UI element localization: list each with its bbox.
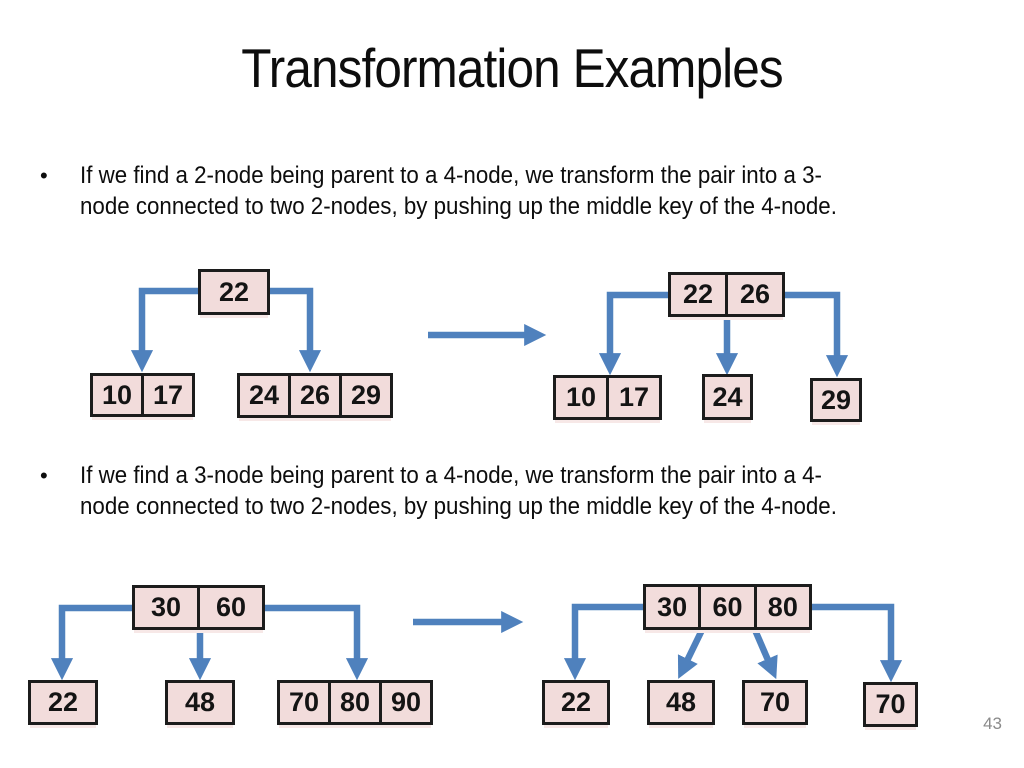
node-key: 80: [328, 683, 379, 722]
tree-node-leaf: 70: [742, 680, 808, 725]
node-key: 48: [184, 687, 216, 717]
node-key: 30: [657, 591, 688, 622]
diagonal-arrow-down-icon: [677, 628, 705, 679]
transform-arrow-right-icon: [428, 323, 547, 347]
bullet-item-2: • If we find a 3-node being parent to a …: [40, 460, 894, 522]
elbow-arrow-right-icon: [812, 603, 903, 683]
tree-node-root: 22 26: [668, 272, 785, 317]
tree-diagram-after-1: 22 26 10 17 24 29: [540, 265, 885, 425]
node-key: 22: [682, 279, 714, 309]
node-key: 26: [288, 376, 339, 415]
node-key: 60: [197, 588, 262, 627]
node-key: 48: [665, 687, 697, 717]
bullet-line: node connected to two 2-nodes, by pushin…: [80, 193, 837, 220]
node-key: 30: [150, 592, 182, 622]
elbow-arrow-right-icon: [270, 287, 322, 373]
tree-node-leaf: 10 17: [553, 375, 662, 420]
bullet-marker: •: [40, 463, 48, 488]
node-key: 60: [698, 587, 753, 627]
tree-node-leaf: 10 17: [90, 373, 195, 417]
node-key: 10: [101, 379, 133, 410]
diagonal-arrow-down-icon: [752, 628, 778, 680]
node-key: 22: [560, 687, 592, 717]
node-key: 10: [565, 382, 597, 412]
node-key: 22: [47, 687, 79, 717]
page-number: 43: [983, 714, 1002, 733]
tree-node-leaf: 22: [542, 680, 610, 725]
node-key: 17: [606, 378, 659, 417]
bullet-line: node connected to two 2-nodes, by pushin…: [80, 493, 837, 520]
tree-node-leaf: 48: [647, 680, 715, 725]
node-key: 24: [248, 380, 280, 410]
tree-node-leaf: 70 80 90: [277, 680, 433, 725]
tree-node-root: 30 60: [132, 585, 265, 630]
tree-node-leaf: 70: [863, 682, 918, 727]
node-key: 29: [339, 376, 390, 415]
bullet-text: If we find a 3-node being parent to a 4-…: [80, 460, 837, 522]
elbow-arrow-left-icon: [598, 291, 668, 376]
tree-node-root: 30 60 80: [643, 584, 812, 630]
bullet-item-1: • If we find a 2-node being parent to a …: [40, 160, 894, 222]
node-key: 80: [753, 587, 809, 627]
node-key: 90: [379, 683, 430, 722]
elbow-arrow-left-icon: [130, 287, 198, 373]
node-key: 70: [875, 689, 906, 719]
bullet-line: If we find a 3-node being parent to a 4-…: [80, 462, 822, 489]
bullet-marker: •: [40, 163, 48, 188]
node-key: 24: [712, 381, 743, 412]
node-key: 70: [759, 687, 791, 717]
node-key: 29: [820, 384, 852, 415]
tree-node-leaf: 48: [165, 680, 235, 725]
node-key: 70: [288, 687, 320, 717]
slide-title: Transformation Examples: [241, 37, 783, 99]
tree-node-leaf: 24: [702, 374, 753, 420]
elbow-arrow-left-icon: [50, 604, 132, 681]
elbow-arrow-left-icon: [563, 603, 643, 681]
tree-diagram-before-2: 30 60 22 48 70 80 90: [10, 575, 455, 730]
tree-node-leaf: 29: [810, 378, 862, 422]
node-key: 22: [218, 276, 250, 307]
node-key: 17: [141, 376, 192, 414]
bullet-text: If we find a 2-node being parent to a 4-…: [80, 160, 837, 222]
elbow-arrow-right-icon: [785, 291, 849, 378]
tree-node-leaf: 24 26 29: [237, 373, 393, 418]
tree-diagram-before-1: 22 10 17 24 26 29: [55, 265, 415, 425]
tree-node-root: 22: [198, 269, 270, 315]
tree-diagram-after-2: 30 60 80 22 48 70 70: [530, 575, 930, 730]
transform-arrow-right-icon: [413, 610, 524, 634]
bullet-line: If we find a 2-node being parent to a 4-…: [80, 162, 822, 189]
elbow-arrow-right-icon: [265, 604, 369, 681]
node-key: 26: [725, 275, 782, 314]
tree-node-leaf: 22: [28, 680, 98, 725]
